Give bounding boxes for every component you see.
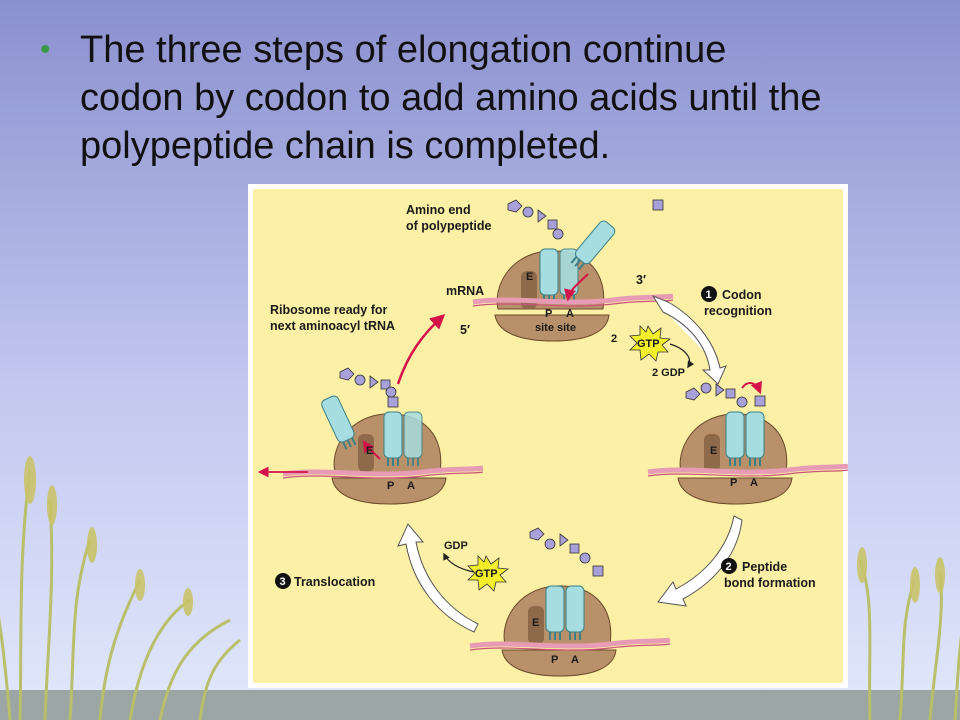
step2-number-badge [721,558,737,574]
label-of-polypeptide: of polypeptide [406,219,491,233]
elongation-cycle-figure: Amino end of polypeptide mRNA 3′ 5′ E P … [248,184,848,688]
step3-label: Translocation [294,575,375,589]
site-p-top: P [545,308,552,320]
two-gdp-label: 2 GDP [652,367,685,379]
step2-label-line1: Peptide [742,560,787,574]
site-p-right: P [730,477,737,489]
site-p-bottom: P [551,654,558,666]
site-e-top: E [526,271,533,283]
label-amino-end: Amino end [406,203,471,217]
step1-number-badge [701,286,717,302]
site-e-bottom: E [532,617,539,629]
site-e-left: E [366,445,373,457]
gtp-label-step3: GTP [475,568,498,580]
gdp-label: GDP [444,540,468,552]
site-e-right: E [710,445,717,457]
label-ready-1: Ribosome ready for [270,303,388,317]
site-p-left: P [387,480,394,492]
site-a-right: A [750,477,758,489]
ribosome-left [257,367,483,505]
gtp-burst-step3 [467,555,510,592]
site-a-left: A [407,480,415,492]
gtp-label-step1: GTP [637,338,660,350]
bullet-dot: • [40,33,51,66]
site-site-label: site site [535,322,576,334]
label-3prime: 3′ [636,273,646,287]
step3-cycle-arrow [397,523,479,633]
label-ready-2: next aminoacyl tRNA [270,319,395,333]
two-label: 2 [611,333,617,345]
step2-label-line2: bond formation [724,576,816,590]
step3-number: 3 [280,576,286,588]
bullet-text: The three steps of elongation continue c… [80,29,822,167]
step3-number-badge [275,573,291,589]
step1-label-line1: Codon [722,288,762,302]
ribosome-right [648,380,848,505]
bullet-point: • The three steps of elongation continue… [40,26,840,170]
step1-label-line2: recognition [704,304,772,318]
gtp-burst-step1 [629,325,672,362]
grass-left-decoration [0,469,241,720]
label-mrna: mRNA [446,284,484,298]
site-a-top: A [566,308,574,320]
ribosome-top [473,199,673,342]
ribosome-bottom [470,527,670,677]
step1-number: 1 [706,289,712,301]
step2-number: 2 [726,561,732,573]
site-a-bottom: A [571,654,579,666]
label-5prime: 5′ [460,323,470,337]
red-arrow-ready [396,313,446,385]
